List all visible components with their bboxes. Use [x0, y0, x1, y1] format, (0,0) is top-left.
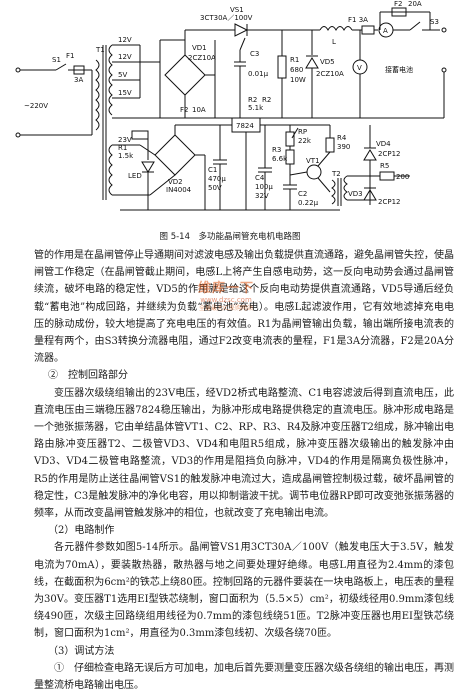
heading-debug-method: （3）调试方法 [48, 645, 115, 657]
r2-label: R2 [248, 96, 257, 104]
vd5-part: 2CZ10A [316, 70, 344, 78]
r-1k5-label: R1 [118, 144, 127, 152]
vd2-part: IN4004 [166, 186, 192, 194]
f1-shunt-label: F1 3A [348, 16, 368, 24]
tap-12v-a: 12V [118, 36, 132, 44]
site-watermark: 维库一下 www.dzsc.com 全球最大IC采购网站 [178, 281, 274, 313]
c3-label: C3 [250, 50, 259, 58]
inductor-label: L [332, 38, 336, 46]
c4-value: 100μ [255, 183, 273, 191]
r4-value: 390 [337, 143, 350, 151]
c1-voltage: 50V [208, 184, 222, 192]
battery-label: 接蓄电池 [385, 65, 413, 74]
f1-label: F1 [66, 52, 74, 60]
fuse-rating-label: 3A [74, 76, 83, 84]
r3-value: 6.6k [272, 155, 288, 163]
paragraph-debug-method: ① 仔细检查电路无误后方可加电，加电后首先要测量变压器次级各绕组的输出电压，再测… [34, 662, 454, 692]
vs1-part: 3CT30A／100V [200, 14, 253, 22]
paragraph-circuit-build: 各元器件参数如图5-14所示。晶闸管VS1用3CT30A／100V（触发电压大于… [34, 542, 454, 640]
tap-12v-b: 12V [118, 53, 132, 61]
f2-shunt-label: F2 [394, 0, 402, 8]
r3-label: R3 [272, 146, 281, 154]
c4-voltage: 32V [255, 192, 269, 200]
rp-value: 22k [298, 137, 312, 145]
tap-15v: 15V [118, 89, 132, 97]
r2-part-label: R2 [262, 96, 271, 104]
vs1-label: VS1 [230, 6, 244, 14]
ac-input-label: ~220V [24, 102, 48, 110]
vd1-part: 2CZ10A [188, 54, 216, 62]
voltmeter-symbol: V [357, 64, 362, 72]
c1-value: 470μ [208, 175, 226, 183]
vt1-label: VT1 [306, 157, 320, 165]
r1-load-label: R1 [290, 56, 299, 64]
s1-label: S1 [52, 56, 61, 64]
paragraph-diode-role: 管的作用是在晶闸管停止导通期间对滤波电感及输出负载提供直流通路，避免晶闸管失控，… [34, 250, 454, 365]
f2-shunt-rating: 20A [408, 0, 422, 8]
heading-control-circuit: ② 控制回路部分 [48, 370, 128, 382]
figure-caption: 图 5-14 多功能晶闸管充电机电路图 [159, 232, 301, 242]
r1-load-value: 680 [290, 66, 303, 74]
watermark-title: 维库一下 [197, 281, 254, 296]
vd3-part: 2CP12 [378, 198, 400, 206]
watermark-url: www.dzsc.com [200, 296, 252, 304]
t1-label: T1 [95, 46, 105, 54]
r5-label: R5 [380, 162, 389, 170]
vd4-label: VD4 [376, 140, 391, 148]
heading-circuit-build: （2）电路制作 [48, 525, 115, 537]
vd2-label: VD2 [168, 178, 183, 186]
c4-label: C4 [255, 174, 265, 182]
rp-label: RP [298, 128, 307, 136]
r2-value: 5.1k [248, 104, 264, 112]
regulator-label: 7824 [236, 122, 254, 130]
t2-label: T2 [331, 170, 341, 178]
vd1-label: VD1 [192, 44, 207, 52]
r5-value: 200 [396, 173, 409, 181]
c1-label: C1 [208, 166, 217, 174]
article-body: 管的作用是在晶闸管停止导通期间对滤波电感及输出负载提供直流通路，避免晶闸管失控，… [34, 247, 454, 694]
vd4-part: 2CP12 [378, 150, 400, 158]
led-label: LED [128, 172, 142, 180]
s3-label: S3 [430, 18, 439, 26]
tap-5v: 5V [118, 71, 127, 79]
c2-label: C2 [298, 190, 307, 198]
c2-value: 0.22μ [298, 199, 319, 207]
r4-label: R4 [337, 134, 347, 142]
circuit-schematic: S1 F1 3A T1 ~220V 12V 12V 5V 15V 23V VD1… [15, 0, 447, 211]
c3-value: 0.01μ [248, 70, 269, 78]
tap-23v: 23V [118, 136, 132, 144]
ammeter-symbol: A [383, 27, 388, 35]
f2-fuse-label: F2 [180, 106, 188, 114]
paragraph-control-circuit: 变压器次级绕组输出的23V电压，经VD2桥式电路整流、C1电容滤波后得到直流电压… [34, 387, 454, 520]
r1-load-watt: 10W [290, 76, 306, 84]
vd5-label: VD5 [320, 58, 335, 66]
r-1k5-value: 1.5k [118, 152, 134, 160]
watermark-subtitle: 全球最大IC采购网站 [199, 305, 253, 312]
f2-fuse-rating: 10A [192, 106, 206, 114]
vd3-label: VD3 [348, 190, 363, 198]
